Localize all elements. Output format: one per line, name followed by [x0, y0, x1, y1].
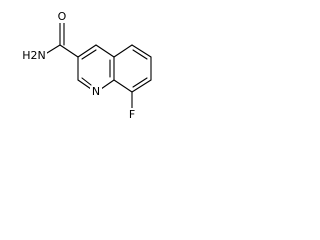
quinoline-carboxamide-structure: O H2N N F	[21, 10, 152, 121]
amine-label: H2N	[22, 49, 46, 62]
bond-c4a-c5	[113, 44, 133, 58]
bond-c3-c4	[77, 44, 97, 58]
double-bond-n1-c2	[81, 77, 92, 86]
oxygen-label-bg	[56, 10, 68, 23]
nitrogen-label-bg	[90, 86, 102, 99]
bond-c8-c8a	[113, 79, 133, 93]
bond-c7-c8	[131, 79, 152, 93]
bond-c4-c4a	[95, 44, 115, 58]
amine-label-bg	[21, 49, 47, 62]
double-bond-c3-c4	[81, 49, 97, 60]
fluorine-label: F	[129, 108, 135, 121]
bond-c8a-n1	[100, 79, 115, 90]
double-bond-c7-c8	[132, 77, 148, 88]
oxygen-label: O	[58, 10, 67, 23]
fluorine-label-bg	[126, 108, 138, 121]
nitrogen-label: N	[92, 85, 100, 98]
bond-n1-c2	[77, 79, 92, 90]
bond-carbonyl-n	[46, 44, 61, 54]
bond-c5-c6	[131, 44, 152, 58]
double-bond-c5-c6	[132, 49, 148, 60]
bond-c3-carbonyl	[59, 44, 79, 58]
